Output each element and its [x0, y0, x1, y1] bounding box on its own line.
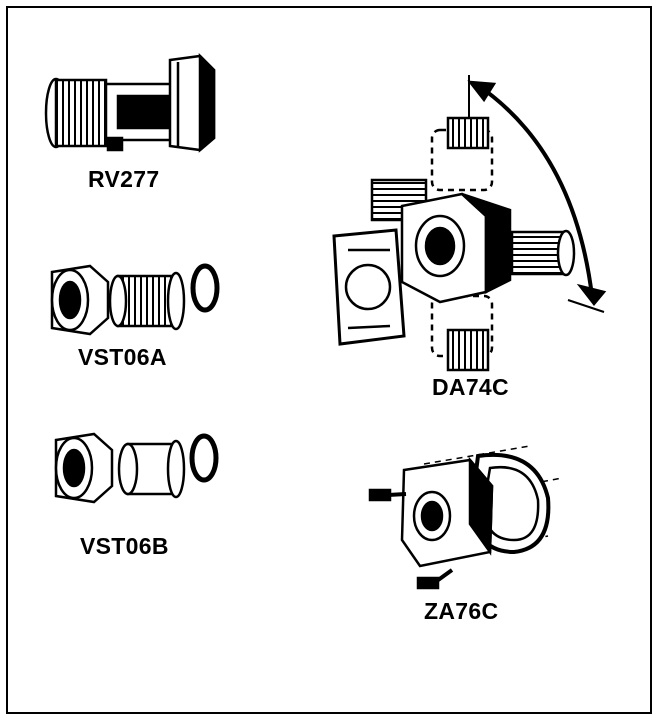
- da74c-drawing: [332, 75, 607, 372]
- label-vst06a: VST06A: [78, 344, 167, 370]
- rv277-valve-drawing: [44, 52, 216, 153]
- label-da74c: DA74C: [432, 374, 509, 400]
- label-rv277: RV277: [88, 166, 160, 192]
- vst06a-drawing: [50, 263, 220, 336]
- za76c-drawing: [368, 445, 563, 590]
- label-za76c: ZA76C: [424, 598, 499, 624]
- label-vst06b: VST06B: [80, 533, 169, 559]
- vst06b-drawing: [54, 432, 219, 504]
